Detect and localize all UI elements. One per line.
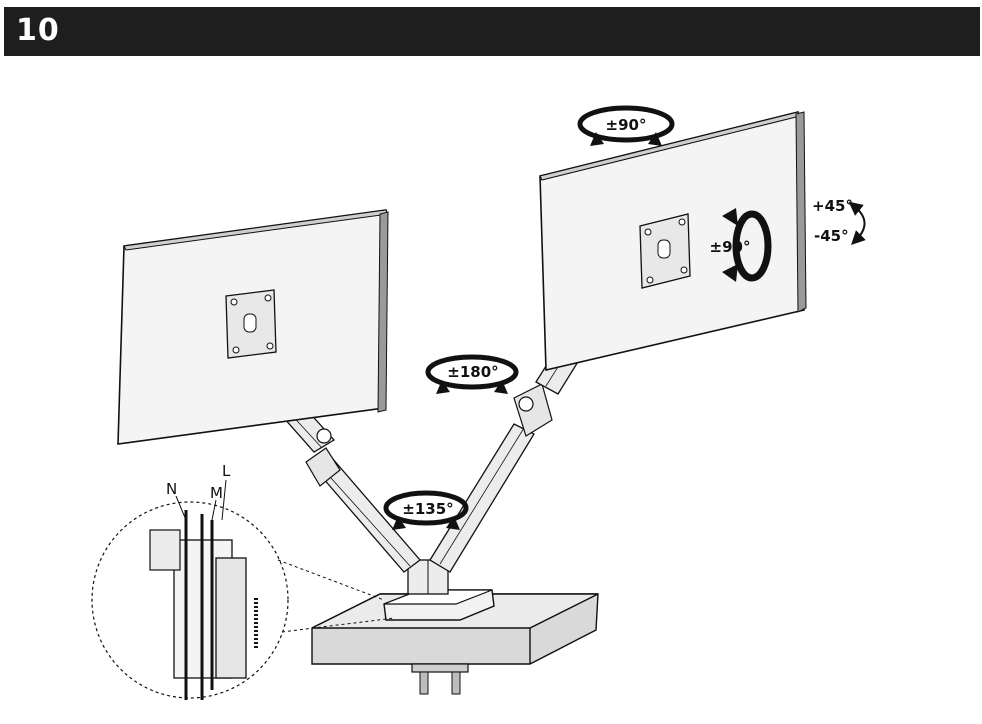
tilt-up-label: +45°: [812, 197, 853, 215]
vesa-plate-icon: [639, 213, 691, 289]
step-number: 10: [16, 13, 60, 48]
arm-swivel-label: ±180°: [447, 363, 498, 381]
top-swivel-label: ±90°: [606, 116, 647, 134]
screen-rotate-label: ±90°: [710, 238, 751, 256]
mount-base: [383, 559, 495, 621]
base-swivel-label: ±135°: [402, 500, 453, 518]
callout-m: M: [210, 484, 223, 502]
desk-clamp-icon: [411, 663, 469, 695]
vesa-plate-icon: [225, 289, 277, 359]
callout-l: L: [222, 462, 231, 480]
rotation-arrow-icon: [425, 354, 519, 394]
step-header: 10: [4, 7, 980, 56]
detail-callout: [91, 479, 395, 700]
tilt-arrow-icon: [848, 201, 866, 245]
callout-n: N: [166, 480, 177, 498]
rotation-arrow-icon: [577, 105, 675, 146]
tilt-down-label: -45°: [814, 227, 849, 245]
rotation-arrow-icon: [722, 208, 772, 282]
rotation-arrow-icon: [383, 490, 469, 530]
